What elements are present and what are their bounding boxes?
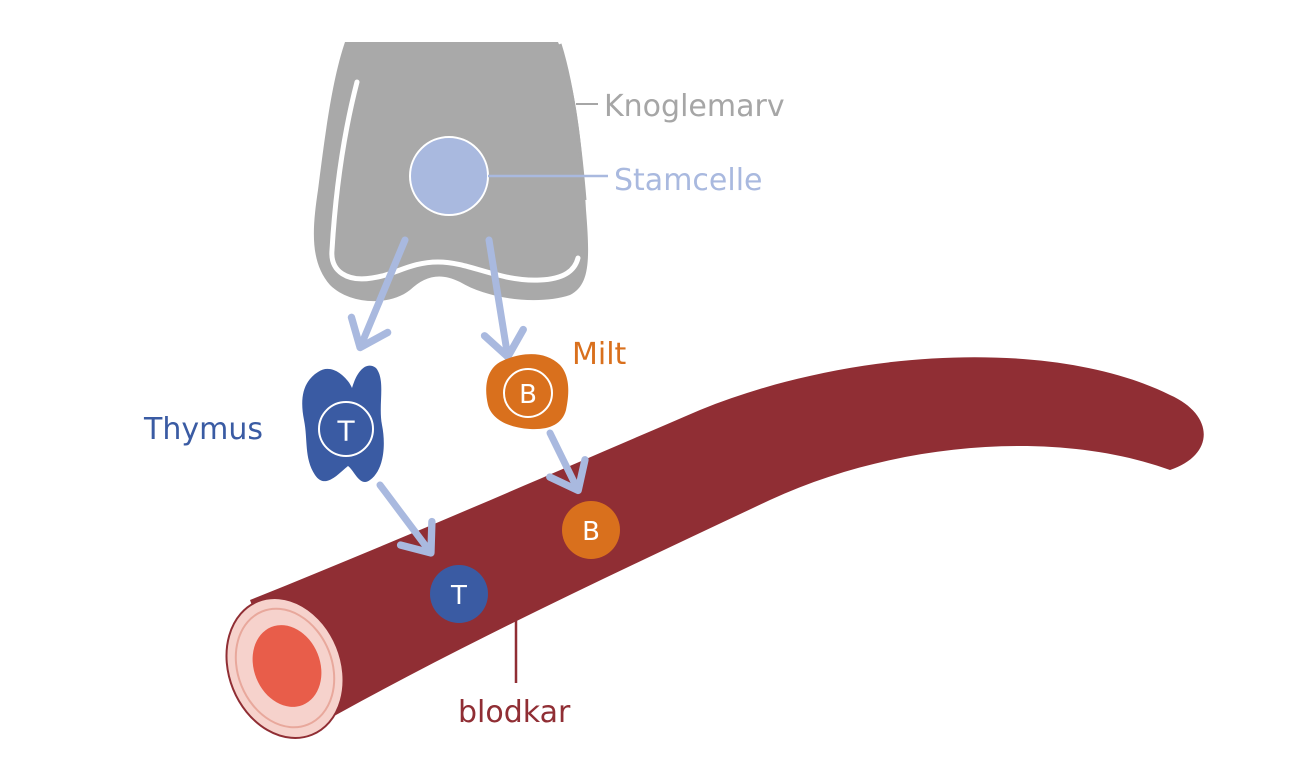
- arrow-stem-to-thymus: [347, 236, 409, 352]
- thymus: T: [302, 365, 384, 483]
- arrow-thymus-to-vessel: [376, 481, 436, 557]
- b-cell-letter: B: [582, 517, 600, 547]
- label-stem-cell: Stamcelle: [614, 163, 763, 198]
- arrow-spleen-to-vessel: [546, 429, 589, 495]
- t-cell-letter: T: [450, 581, 467, 611]
- blood-vessel-lumen: [252, 625, 322, 707]
- thymus-t-cell-letter: T: [336, 415, 355, 448]
- spleen-b-cell-letter: B: [519, 380, 537, 410]
- label-blood-vessel: blodkar: [458, 695, 571, 730]
- thymus-t-cell-ring: [318, 401, 374, 457]
- spleen-b-cell-ring: [503, 368, 553, 418]
- stem-cell: [409, 136, 489, 216]
- blood-vessel: [225, 357, 1204, 739]
- bone-marrow-outline-right: [558, 43, 587, 201]
- t-cell-in-vessel: T: [430, 565, 488, 623]
- label-spleen: Milt: [572, 337, 627, 372]
- t-cell-circle: [430, 565, 488, 623]
- spleen-shape: [486, 354, 569, 430]
- spleen: B: [486, 354, 569, 430]
- label-bone-marrow: Knoglemarv: [604, 89, 785, 124]
- blood-vessel-wall-ring: [234, 607, 336, 729]
- blood-vessel-body: [250, 357, 1204, 735]
- label-thymus: Thymus: [143, 412, 263, 447]
- b-cell-in-vessel: B: [562, 501, 620, 559]
- arrow-stem-to-spleen: [480, 236, 527, 361]
- thymus-shape: [302, 365, 384, 483]
- b-cell-circle: [562, 501, 620, 559]
